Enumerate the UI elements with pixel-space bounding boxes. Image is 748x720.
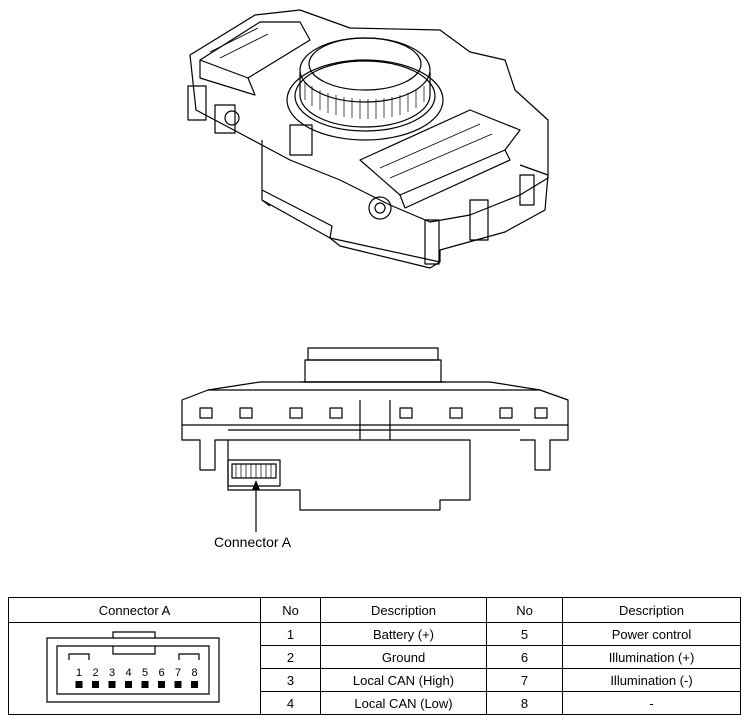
pin-terminal-3 (108, 680, 116, 688)
header-no-2: No (486, 597, 563, 623)
pin-label-2: 2 (92, 667, 98, 679)
pin-no: 2 (260, 645, 321, 669)
pin-table: Connector A No Description No Descriptio… (8, 597, 741, 715)
pin-no: 4 (260, 691, 321, 715)
pin-no: 8 (486, 691, 563, 715)
pin-terminal-5 (141, 680, 149, 688)
pin-description: Power control (562, 622, 741, 646)
pin-description: Local CAN (High) (320, 668, 487, 692)
pin-terminal-8 (191, 680, 198, 688)
pin-label-8: 8 (191, 667, 197, 679)
pin-terminal-6 (158, 680, 165, 688)
pin-label-4: 4 (125, 667, 131, 679)
table-row: 2 Ground 6 Illumination (+) (9, 645, 741, 669)
isometric-view (187, 9, 549, 269)
pin-label-6: 6 (158, 667, 164, 679)
connector-a-callout: Connector A (214, 534, 292, 550)
pin-terminal-2 (92, 680, 99, 688)
pin-description: Illumination (-) (562, 668, 741, 692)
side-view (181, 347, 569, 532)
pin-label-3: 3 (109, 667, 115, 679)
knob-knurling (304, 82, 425, 119)
pin-no: 1 (260, 622, 321, 646)
pin-description: Ground (320, 645, 487, 669)
pin-label-5: 5 (142, 667, 148, 679)
header-no-1: No (260, 597, 321, 623)
pin-terminal-7 (174, 680, 182, 688)
pin-no: 3 (260, 668, 321, 692)
pin-description: - (562, 691, 741, 715)
pin-no: 5 (486, 622, 563, 646)
pin-description: Illumination (+) (562, 645, 741, 669)
pin-terminal-4 (125, 680, 132, 688)
table-row: 3 Local CAN (High) 7 Illumination (-) (9, 668, 741, 692)
pin-description: Local CAN (Low) (320, 691, 487, 715)
pin-no: 7 (486, 668, 563, 692)
pin-no: 6 (486, 645, 563, 669)
pin-terminal-1 (75, 680, 83, 688)
pin-description: Battery (+) (320, 622, 487, 646)
header-connector: Connector A (8, 597, 261, 623)
pin-label-1: 1 (76, 667, 82, 679)
table-row: 4 Local CAN (Low) 8 - (9, 691, 741, 715)
callout-arrow-icon (252, 480, 260, 490)
header-description-1: Description (320, 597, 487, 623)
controller-drawing (181, 9, 569, 532)
pin-table-header: Connector A No Description No Descriptio… (8, 597, 741, 623)
header-description-2: Description (562, 597, 741, 623)
pin-label-7: 7 (175, 667, 181, 679)
